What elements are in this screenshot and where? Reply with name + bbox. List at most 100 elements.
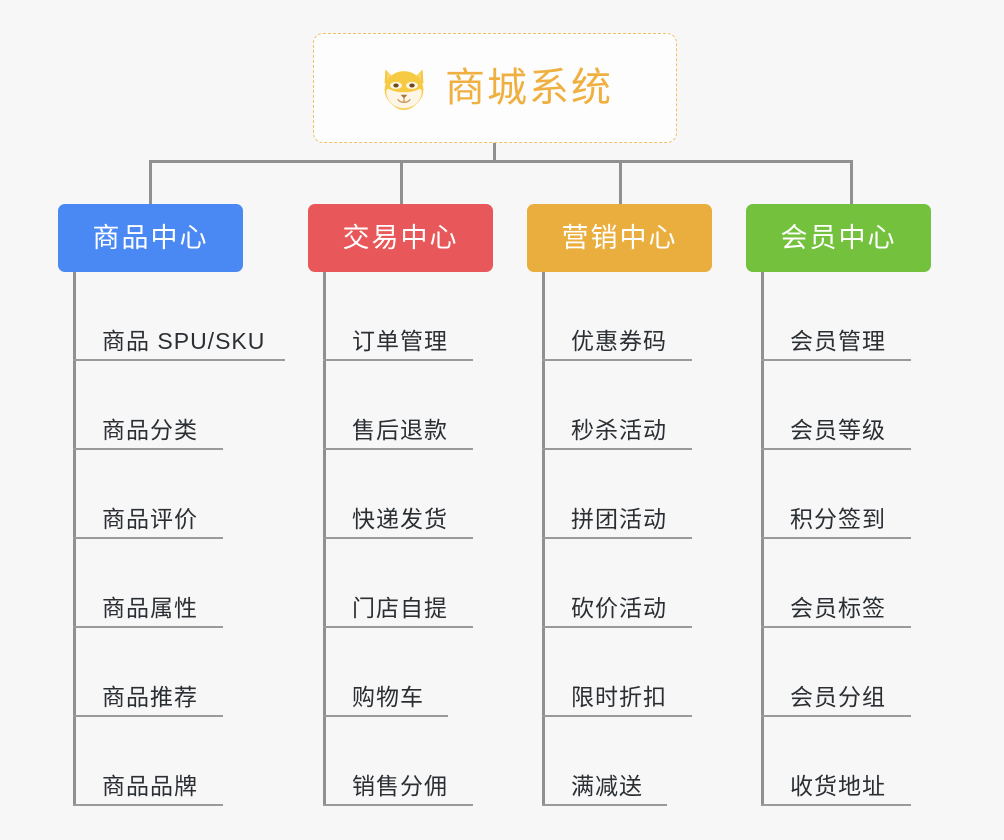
leaf-underline: [761, 537, 911, 539]
branch-header[interactable]: 商品中心: [58, 204, 243, 272]
leaf-item[interactable]: 商品品牌: [58, 717, 279, 806]
leaf-item[interactable]: 会员等级: [746, 361, 911, 450]
leaf-list: 订单管理售后退款快递发货门店自提购物车销售分佣: [308, 272, 473, 806]
leaf-underline: [542, 448, 692, 450]
leaf-item[interactable]: 订单管理: [308, 272, 473, 361]
leaf-item-label: 会员标签: [790, 595, 886, 621]
leaf-item-label: 满减送: [571, 773, 643, 799]
leaf-item-label: 积分签到: [790, 506, 886, 532]
leaf-underline: [73, 448, 223, 450]
leaf-item-label: 砍价活动: [571, 595, 667, 621]
leaf-item[interactable]: 优惠券码: [527, 272, 692, 361]
leaf-item[interactable]: 商品分类: [58, 361, 279, 450]
leaf-item-label: 会员分组: [790, 684, 886, 710]
leaf-item-label: 快递发货: [352, 506, 448, 532]
leaf-item[interactable]: 限时折扣: [527, 628, 692, 717]
leaf-underline: [73, 359, 285, 361]
branch-header-label: 会员中心: [780, 222, 897, 253]
leaf-item[interactable]: 售后退款: [308, 361, 473, 450]
branch-header[interactable]: 营销中心: [527, 204, 712, 272]
leaf-item-label: 会员管理: [790, 328, 886, 354]
leaf-underline: [542, 804, 667, 806]
leaf-underline: [323, 804, 473, 806]
leaf-item-label: 购物车: [352, 684, 424, 710]
leaf-underline: [73, 626, 223, 628]
leaf-underline: [73, 537, 223, 539]
branch-header[interactable]: 交易中心: [308, 204, 493, 272]
leaf-item-label: 商品属性: [102, 595, 198, 621]
leaf-item-label: 门店自提: [352, 595, 448, 621]
leaf-underline: [761, 359, 911, 361]
leaf-underline: [323, 359, 473, 361]
leaf-item-label: 销售分佣: [352, 773, 448, 799]
leaf-underline: [761, 715, 911, 717]
leaf-underline: [542, 537, 692, 539]
leaf-list: 优惠券码秒杀活动拼团活动砍价活动限时折扣满减送: [527, 272, 692, 806]
leaf-item[interactable]: 商品评价: [58, 450, 279, 539]
leaf-item-label: 会员等级: [790, 417, 886, 443]
leaf-item-label: 秒杀活动: [571, 417, 667, 443]
leaf-underline: [761, 626, 911, 628]
leaf-item[interactable]: 商品属性: [58, 539, 279, 628]
leaf-item[interactable]: 门店自提: [308, 539, 473, 628]
leaf-item[interactable]: 商品推荐: [58, 628, 279, 717]
leaf-item[interactable]: 拼团活动: [527, 450, 692, 539]
branch-header-label: 商品中心: [92, 222, 209, 253]
root-title: 商城系统: [445, 66, 613, 110]
leaf-item[interactable]: 会员管理: [746, 272, 911, 361]
leaf-item[interactable]: 积分签到: [746, 450, 911, 539]
leaf-item[interactable]: 砍价活动: [527, 539, 692, 628]
branch-trunk-line: [73, 272, 76, 806]
connector-distribution-bar: [149, 160, 853, 163]
branch-header-label: 营销中心: [561, 222, 678, 253]
branch-column: 商品中心商品 SPU/SKU 商品分类商品评价商品属性商品推荐商品品牌: [58, 204, 285, 806]
leaf-underline: [73, 804, 223, 806]
leaf-item-label: 收货地址: [790, 773, 886, 799]
branch-column: 会员中心会员管理会员等级积分签到会员标签会员分组收货地址: [746, 204, 931, 806]
branch-trunk-line: [323, 272, 326, 806]
leaf-item[interactable]: 快递发货: [308, 450, 473, 539]
connector-drop-4: [850, 160, 853, 204]
shiba-dog-face-icon: [384, 69, 424, 110]
leaf-underline: [761, 448, 911, 450]
connector-drop-3: [619, 160, 622, 204]
leaf-item[interactable]: 收货地址: [746, 717, 911, 806]
leaf-underline: [323, 537, 473, 539]
leaf-item[interactable]: 秒杀活动: [527, 361, 692, 450]
leaf-item[interactable]: 满减送: [527, 717, 681, 806]
branch-column: 交易中心订单管理售后退款快递发货门店自提购物车销售分佣: [308, 204, 493, 806]
leaf-underline: [323, 626, 473, 628]
leaf-list: 会员管理会员等级积分签到会员标签会员分组收货地址: [746, 272, 911, 806]
leaf-item-label: 商品 SPU/SKU: [102, 328, 266, 354]
leaf-item-label: 售后退款: [352, 417, 448, 443]
leaf-underline: [323, 448, 473, 450]
leaf-underline: [73, 715, 223, 717]
branch-header-label: 交易中心: [342, 222, 459, 253]
leaf-underline: [761, 804, 911, 806]
leaf-item-label: 商品推荐: [102, 684, 198, 710]
leaf-item-label: 商品评价: [102, 506, 198, 532]
connector-root-stem: [493, 143, 496, 161]
root-node[interactable]: 商城系统: [313, 33, 677, 143]
leaf-list: 商品 SPU/SKU 商品分类商品评价商品属性商品推荐商品品牌: [58, 272, 285, 806]
leaf-item-label: 优惠券码: [571, 328, 667, 354]
leaf-underline: [542, 359, 692, 361]
leaf-item-label: 商品品牌: [102, 773, 198, 799]
branch-trunk-line: [542, 272, 545, 806]
leaf-item[interactable]: 商品 SPU/SKU: [58, 272, 285, 361]
leaf-underline: [323, 715, 448, 717]
leaf-underline: [542, 715, 692, 717]
leaf-item[interactable]: 会员标签: [746, 539, 911, 628]
leaf-item-label: 限时折扣: [571, 684, 667, 710]
connector-drop-1: [149, 160, 152, 204]
branch-column: 营销中心优惠券码秒杀活动拼团活动砍价活动限时折扣满减送: [527, 204, 712, 806]
leaf-item-label: 订单管理: [352, 328, 448, 354]
leaf-item[interactable]: 销售分佣: [308, 717, 473, 806]
branch-trunk-line: [761, 272, 764, 806]
leaf-item[interactable]: 购物车: [308, 628, 462, 717]
connector-drop-2: [400, 160, 403, 204]
leaf-underline: [542, 626, 692, 628]
branch-header[interactable]: 会员中心: [746, 204, 931, 272]
leaf-item[interactable]: 会员分组: [746, 628, 911, 717]
